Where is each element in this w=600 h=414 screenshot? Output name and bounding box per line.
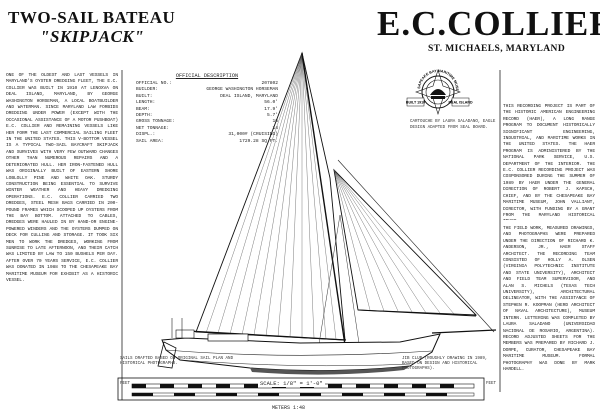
cartouche-credit: CARTOUCHE BY LAURA SALADANO, EAGLE DESIG… [410, 120, 496, 130]
spec-label: GROSS TONNAGE: [136, 119, 175, 125]
jib-club [357, 309, 477, 317]
drawing-subtitle: "SKIPJACK" [40, 27, 145, 46]
spec-row: LENGTH: 56.0' [136, 100, 278, 106]
vessel-location: ST. MICHAELS, MARYLAND [428, 44, 566, 54]
spec-label: DISPL.: [136, 132, 156, 138]
spec-row: NET TONNAGE: 14 [136, 126, 278, 132]
forestay [337, 159, 495, 333]
spec-row: BEAM: 17.9' [136, 107, 278, 113]
deck-cabin [207, 333, 249, 342]
spec-value: 1729.28 SQ FT. [239, 138, 278, 144]
spec-label: OFFICIAL NO.: [136, 81, 172, 86]
official-description: OFFICIAL DESCRIPTION OFFICIAL NO.: 207802… [136, 73, 278, 145]
spec-label: BUILDER: [136, 87, 159, 93]
mainsail-seams [205, 52, 337, 340]
spec-value: 56.0' [264, 100, 278, 106]
spec-label: BEAM: [136, 106, 150, 112]
push-boat [175, 329, 195, 339]
recording-project-paragraph: THIS RECORDING PROJECT IS PART OF THE HI… [503, 104, 595, 220]
scale-bar [131, 383, 475, 397]
spec-value: 207802 [261, 81, 278, 86]
spec-label: BUILT: [136, 93, 153, 99]
spec-value: 31,000# (CRUISING) [228, 132, 278, 138]
scale-label: SCALE: 1/8" = 1'-0" [258, 380, 325, 387]
spec-row: DISPL.: 31,000# (CRUISING) [136, 132, 278, 138]
spec-row: OFFICIAL NO.: 207802 [136, 81, 278, 87]
spec-row: GROSS TONNAGE: 16 [136, 119, 278, 125]
jib-seams [333, 169, 455, 315]
jib-club-note: JIB CLUB (ROUGHLY DRAWING IN 1989, BASED… [402, 357, 488, 372]
spec-label: DEPTH: [136, 113, 153, 119]
spec-row: SAIL AREA: 1729.28 SQ FT. [136, 139, 278, 145]
bowsprit [431, 329, 497, 334]
field-work-paragraph: THE FIELD WORK, MEASURED DRAWINGS, AND P… [503, 226, 595, 372]
spec-label: NET TONNAGE: [136, 125, 170, 131]
museum-seal: BUILT 1910 DEAL ISLAND CHESAPEAKE BAY MA… [406, 69, 473, 116]
hull-shading [250, 366, 410, 375]
spec-row: DEPTH: 5.7' [136, 113, 278, 119]
sail-note: SAILS DRAFTED BASED ON ORIGINAL SAIL PLA… [120, 357, 234, 367]
spec-value: 16 [272, 119, 278, 125]
spec-row: BUILDER: GEORGE WASHINGTON HORSEMAN [136, 87, 278, 93]
spec-label: LENGTH: [136, 100, 156, 106]
metric-scale-label: METERS 1:48 [272, 405, 306, 411]
spec-label: SAIL AREA: [136, 138, 164, 144]
spec-value: DEAL ISLAND, MARYLAND [220, 93, 278, 99]
vessel-name: E.C.COLLIER [377, 4, 600, 43]
hull-waterline [179, 359, 411, 367]
seal-right-text: DEAL ISLAND [448, 101, 472, 105]
official-description-heading: OFFICIAL DESCRIPTION [175, 73, 239, 79]
spec-row: BUILT: DEAL ISLAND, MARYLAND [136, 94, 278, 100]
jib [333, 168, 478, 316]
scale-box [117, 377, 485, 401]
spec-value: 17.9' [264, 106, 278, 112]
spec-value: 14 [272, 125, 278, 131]
shroud [317, 214, 341, 351]
hull-wale [165, 349, 433, 356]
scale-unit-left: FEET [120, 382, 131, 386]
shroud [339, 214, 361, 351]
scale-unit-right: FEET [486, 382, 497, 386]
rudder [157, 341, 177, 369]
spec-value: GEORGE WASHINGTON HORSEMAN [206, 87, 278, 93]
drawing-title: TWO-SAIL BATEAU [8, 8, 176, 27]
mast [301, 52, 346, 346]
seal-left-text: BUILT 1910 [406, 101, 425, 105]
history-paragraph: ONE OF THE OLDEST AND LAST VESSELS IN MA… [6, 73, 118, 283]
spec-value: 5.7' [266, 113, 278, 119]
